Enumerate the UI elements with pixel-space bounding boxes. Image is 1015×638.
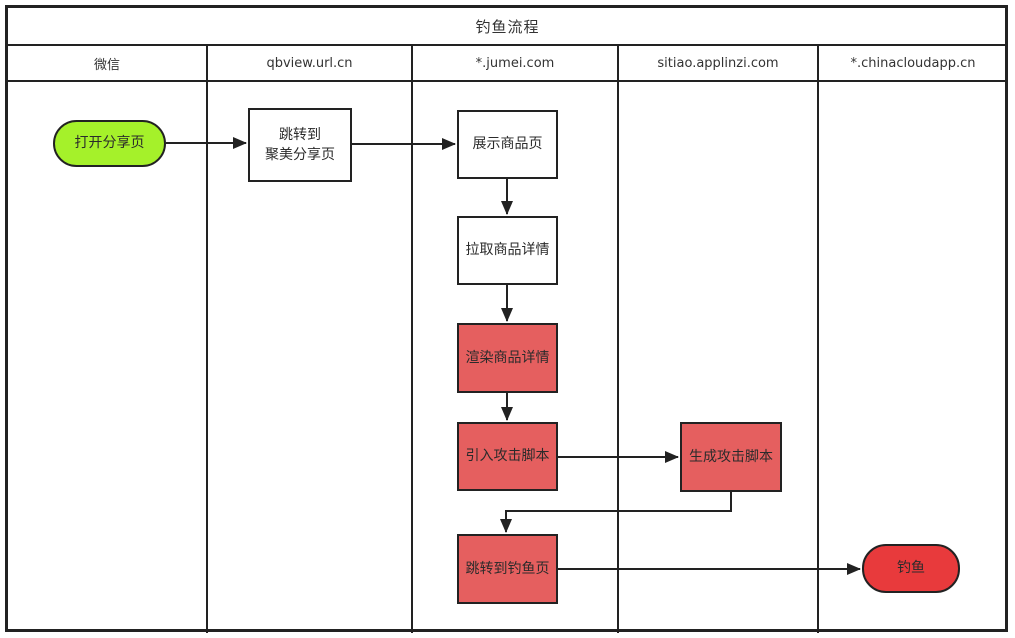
node-label: 生成攻击脚本 (689, 448, 773, 465)
node-generate-attack-script: 生成攻击脚本 (680, 422, 782, 492)
node-phishing: 钓鱼 (862, 544, 960, 593)
node-show-product-page: 展示商品页 (457, 110, 558, 179)
node-label: 引入攻击脚本 (465, 448, 550, 465)
node-fetch-product-detail: 拉取商品详情 (457, 216, 558, 285)
lane-header-wechat: 微信 (93, 57, 120, 73)
lane-divider-4 (817, 44, 819, 633)
lane-header-qbview: qbview.url.cn (266, 55, 353, 71)
lane-divider-3 (617, 44, 619, 633)
node-open-share-page: 打开分享页 (53, 120, 166, 167)
node-label: 跳转到钓鱼页 (465, 560, 550, 577)
node-label: 展示商品页 (472, 136, 543, 153)
node-inject-attack-script: 引入攻击脚本 (457, 422, 558, 491)
lane-header-sitiao: sitiao.applinzi.com (657, 55, 779, 71)
lane-divider-1 (206, 44, 208, 633)
node-jump-to-jumei-share-page: 跳转到 聚美分享页 (248, 108, 352, 182)
node-label: 跳转到 聚美分享页 (265, 126, 335, 163)
node-label: 钓鱼 (897, 560, 925, 577)
node-render-product-detail: 渲染商品详情 (457, 323, 558, 393)
header-divider-line (5, 80, 1008, 82)
node-jump-to-phishing-page: 跳转到钓鱼页 (457, 534, 558, 604)
title-divider-line (5, 44, 1008, 46)
diagram-outer-border (5, 5, 1008, 632)
node-label: 拉取商品详情 (465, 242, 550, 259)
node-label: 打开分享页 (74, 135, 145, 152)
lane-divider-2 (411, 44, 413, 633)
lane-header-chinacloudapp: *.chinacloudapp.cn (850, 55, 976, 71)
diagram-title: 钓鱼流程 (475, 17, 540, 36)
node-label: 渲染商品详情 (465, 349, 550, 366)
lane-header-jumei: *.jumei.com (475, 55, 555, 71)
